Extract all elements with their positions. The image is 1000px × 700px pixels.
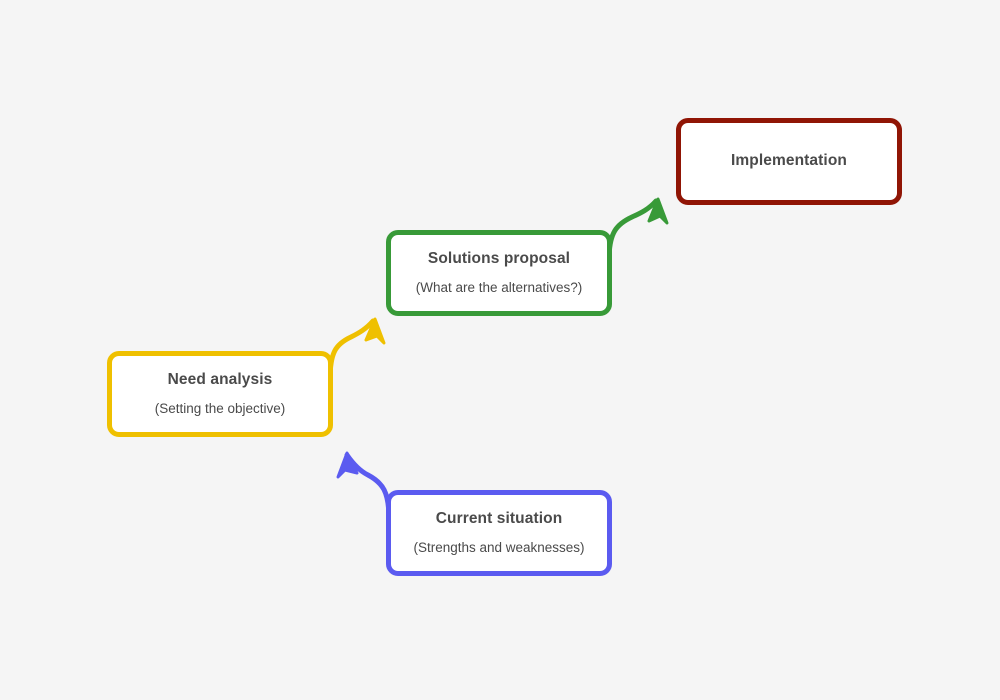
arrowhead-icon [364,317,386,345]
node-title: Need analysis [167,371,273,389]
arrowhead-icon [336,451,359,479]
arrowhead-icon [647,197,669,225]
node-title: Solutions proposal [427,250,571,268]
connector-line [344,452,392,522]
node-subtitle: (Setting the objective) [154,400,286,416]
node-subtitle: (What are the alternatives?) [415,279,583,295]
node-title: Current situation [435,510,563,528]
node-implementation[interactable]: Implementation [676,118,902,205]
node-solutions-proposal[interactable]: Solutions proposal (What are the alterna… [386,230,612,316]
connector-need-analysis-to-solutions-proposal [327,317,386,383]
connector-line [327,318,376,383]
connector-line [606,198,659,263]
node-title: Implementation [731,152,847,170]
connector-current-situation-to-need-analysis [336,451,392,522]
node-subtitle: (Strengths and weaknesses) [413,539,585,555]
node-current-situation[interactable]: Current situation (Strengths and weaknes… [386,490,612,576]
connector-solutions-proposal-to-implementation [606,197,669,263]
node-need-analysis[interactable]: Need analysis (Setting the objective) [107,351,333,437]
